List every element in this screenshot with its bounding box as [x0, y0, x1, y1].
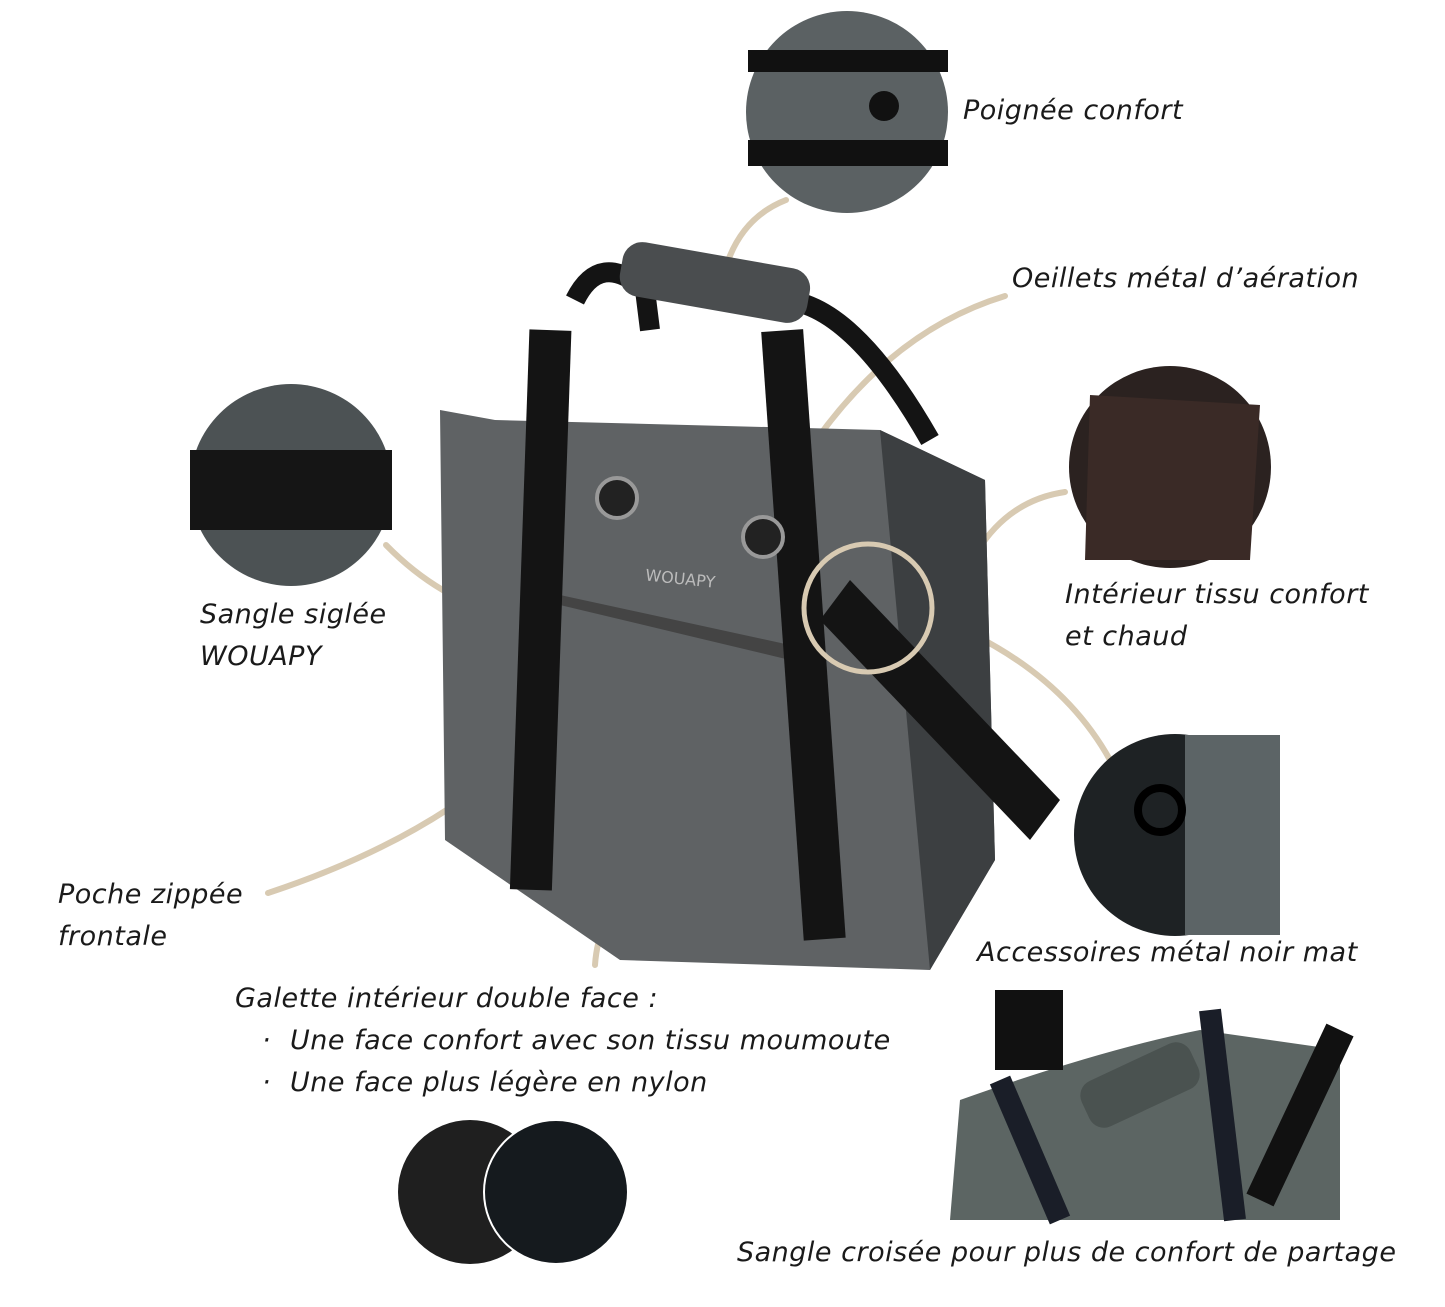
label-strap-line1: Sangle siglée	[200, 599, 387, 630]
bag-image: WOUAPY	[440, 242, 1060, 970]
detail-circle-accessory	[1074, 734, 1280, 936]
cushion-item: ·Une face confort avec son tissu moumout…	[262, 1020, 891, 1062]
bullet: ·	[262, 1025, 272, 1056]
detail-circle-interior	[1069, 366, 1271, 568]
label-pocket-line2: frontale	[58, 921, 168, 952]
bullet: ·	[262, 1067, 272, 1098]
detail-circle-handle	[746, 11, 948, 213]
detail-circle-strap	[190, 384, 392, 586]
label-crossbody: Sangle croisée pour plus de confort de p…	[737, 1237, 1397, 1268]
label-eyelets: Oeillets métal d’aération	[1012, 263, 1360, 294]
fabric-swatches	[398, 1119, 629, 1265]
highlight-ring	[801, 541, 935, 675]
label-interior-line1: Intérieur tissu confort	[1065, 579, 1369, 610]
crossbody-photo	[950, 990, 1354, 1225]
label-handle: Poignée confort	[963, 95, 1184, 126]
cushion-item: ·Une face plus légère en nylon	[262, 1062, 708, 1104]
label-cushion-title: Galette intérieur double face :	[235, 983, 659, 1014]
label-pocket-line1: Poche zippée	[58, 879, 244, 910]
label-strap-line2: WOUAPY	[200, 641, 322, 672]
label-interior-line2: et chaud	[1065, 621, 1188, 652]
label-accessories: Accessoires métal noir mat	[977, 937, 1358, 968]
